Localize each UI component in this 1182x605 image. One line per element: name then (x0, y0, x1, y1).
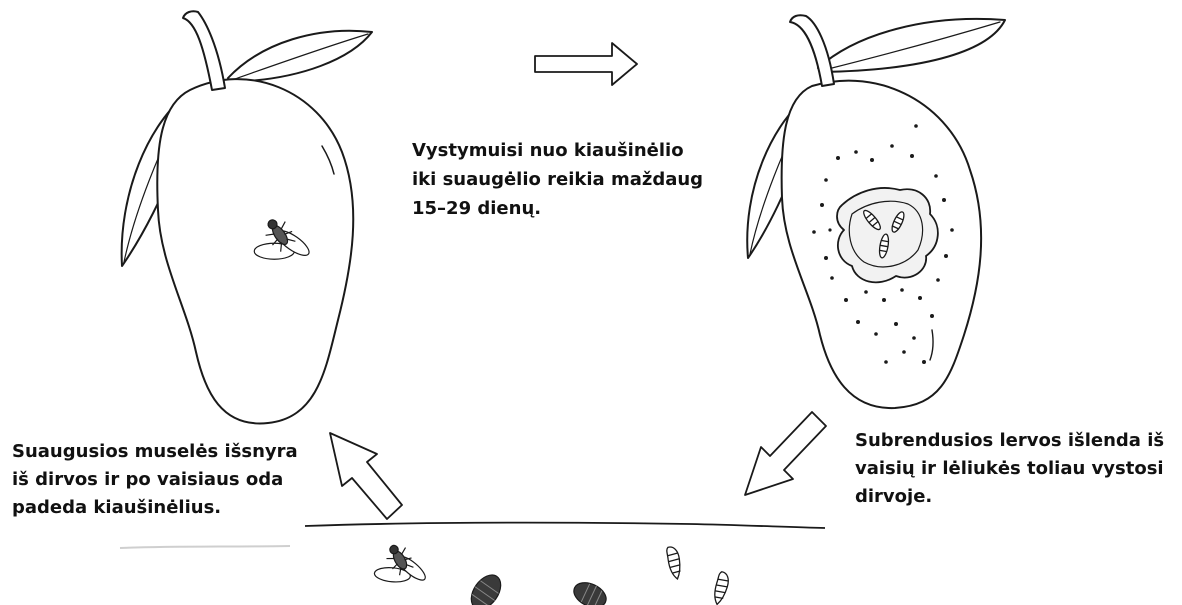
soil (120, 523, 825, 548)
right-mango (747, 15, 1005, 408)
larva-icon (713, 571, 730, 605)
arrow-up-left-icon (330, 433, 402, 519)
arrows (330, 43, 826, 519)
larvae-exit-label: Subrendusios lervos išlenda iš vaisių ir… (855, 427, 1180, 511)
arrow-down-left-icon (745, 412, 826, 495)
mango-stem (183, 11, 225, 90)
pupa-icon (570, 578, 610, 605)
development-time-label: Vystymuisi nuo kiaušinėlio iki suaugėlio… (412, 136, 742, 223)
adult-emergence-label: Suaugusios muselės išsnyra iš dirvos ir … (12, 438, 312, 522)
pupa-icon (465, 570, 506, 605)
adult-fly-icon (364, 537, 431, 603)
soil-line (305, 523, 825, 528)
larva-icon (665, 545, 685, 580)
arrow-right-icon (535, 43, 637, 85)
soil-shadow (120, 546, 290, 548)
left-mango (122, 11, 372, 423)
mango-stem (790, 15, 834, 86)
